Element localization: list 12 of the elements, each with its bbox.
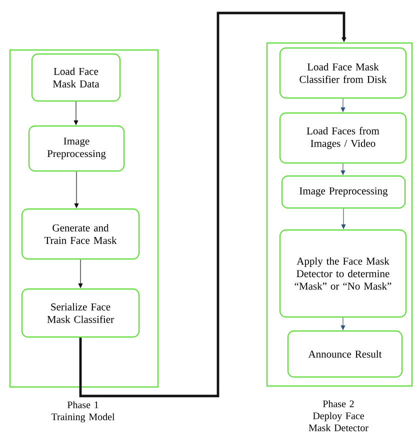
process-box: Generate and Train Face Mask	[21, 208, 140, 260]
process-box: Serialize Face Mask Classifier	[21, 288, 140, 338]
phase-caption: Phase 1 Training Model	[51, 401, 115, 422]
process-box: Load Faces from Images / Video	[279, 112, 407, 164]
process-box: Load Face Mask Data	[31, 53, 121, 102]
process-box: Apply the Face Mask Detector to determine “Mask” or “No Mask”	[279, 229, 407, 318]
phase-caption: Phase 2 Deploy Face Mask Detector	[308, 400, 368, 432]
process-box: Image Preprocessing	[281, 175, 406, 209]
arrow	[79, 12, 346, 398]
process-box: Image Preprocessing	[28, 125, 125, 172]
process-box: Announce Result	[287, 330, 403, 378]
process-box: Load Face Mask Classifier from Disk	[279, 47, 407, 99]
